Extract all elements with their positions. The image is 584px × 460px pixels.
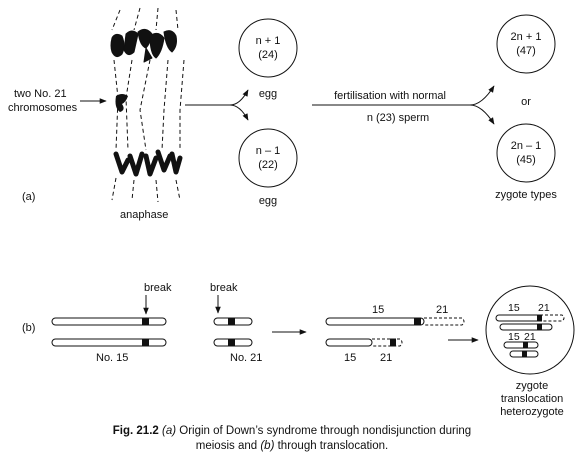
- centromere-21b: [228, 338, 235, 347]
- caption-a-mark: (a): [162, 425, 177, 437]
- zygote-top-line2: (47): [516, 45, 536, 57]
- egg-top-circle: [238, 18, 298, 78]
- translocation-bottom-15-part: [325, 338, 373, 347]
- caption-line-2: meiosis and (b) through translocation.: [0, 439, 584, 454]
- caption-text-2: meiosis and: [195, 440, 261, 452]
- circle-translocated-segment: [540, 314, 565, 322]
- zygote-bottom-line2: (45): [516, 154, 536, 166]
- circle-centromere-3: [523, 341, 528, 349]
- caption-text-1: Origin of Down’s syndrome through nondis…: [176, 425, 472, 437]
- chromosome-15a: [51, 317, 167, 326]
- circle-label-15: 15: [508, 302, 520, 314]
- circle-short-chromosome: [503, 341, 539, 349]
- input-label-line2: chromosomes: [8, 102, 78, 114]
- egg-bottom-line1: n – 1: [256, 145, 280, 157]
- centromere-21a: [228, 317, 235, 326]
- zygote-bottom-line1: 2n – 1: [511, 140, 542, 152]
- zygote-types-label: zygote types: [495, 189, 557, 201]
- translocation-bottom-21-part: [372, 338, 403, 347]
- upper-chromosome-group: [110, 28, 177, 63]
- result-line2: translocation: [501, 393, 563, 405]
- translocation-15-body: [325, 317, 425, 326]
- translocation-centromere-top: [414, 317, 421, 326]
- part-a-label: (a): [22, 191, 35, 203]
- arrow-to-egg-bottom: [229, 104, 249, 121]
- caption-fig-label: Fig. 21.2: [112, 425, 159, 437]
- result-line3: heterozygote: [500, 406, 564, 418]
- break-label-2: break: [210, 282, 238, 294]
- centromere-15a: [142, 317, 149, 326]
- arrow-to-zygote-bottom: [469, 104, 495, 125]
- circle-inner-15: 15: [508, 331, 520, 343]
- extra-chromosome-21: [115, 94, 128, 112]
- zygote-top-circle: [496, 14, 556, 74]
- stage-label: anaphase: [120, 209, 168, 221]
- fertilisation-line1: fertilisation with normal: [334, 90, 446, 102]
- break-label-1: break: [144, 282, 172, 294]
- egg-bottom-line2: (22): [258, 159, 278, 171]
- circle-centromere-2: [537, 323, 542, 331]
- caption-b-mark: (b): [260, 440, 275, 452]
- chromosome-label-21: No. 21: [230, 352, 262, 364]
- zygote-bottom-circle: [496, 123, 556, 183]
- trans-label-21-bottom: 21: [380, 352, 392, 364]
- part-b-label: (b): [22, 322, 35, 334]
- arrow-to-zygote-top: [469, 85, 495, 106]
- figure-caption: Fig. 21.2 (a) Origin of Down’s syndrome …: [0, 424, 584, 454]
- circle-chromosome-15: [499, 323, 553, 331]
- egg-top-line1: n + 1: [256, 35, 281, 47]
- trans-label-15-top: 15: [372, 304, 384, 316]
- caption-text-3: through translocation.: [274, 440, 389, 452]
- egg-bottom-circle: [238, 128, 298, 188]
- chromosome-label-15: No. 15: [96, 352, 128, 364]
- lower-chromosome-group: [113, 149, 183, 177]
- circle-centromere-4: [522, 350, 527, 358]
- down-syndrome-diagram: two No. 21 chromosomes (a) anaphase n + …: [8, 7, 575, 418]
- result-line1: zygote: [516, 380, 548, 392]
- egg-bottom-label: egg: [259, 195, 277, 207]
- spindle-lines: [111, 7, 185, 203]
- circle-inner-21: 21: [524, 331, 536, 343]
- input-label-line1: two No. 21: [14, 88, 67, 100]
- egg-top-line2: (24): [258, 49, 278, 61]
- egg-top-label: egg: [259, 88, 277, 100]
- translocation-centromere-bottom: [390, 338, 396, 347]
- circle-centromere-1: [537, 314, 542, 322]
- zygote-top-line1: 2n + 1: [511, 31, 542, 43]
- fertilisation-line2: n (23) sperm: [367, 112, 429, 124]
- translocation-21-segment: [424, 317, 465, 326]
- chromosome-15b: [51, 338, 167, 347]
- arrow-to-egg-top: [185, 89, 249, 106]
- or-label: or: [521, 96, 531, 108]
- circle-label-21: 21: [538, 302, 550, 314]
- caption-line-1: Fig. 21.2 (a) Origin of Down’s syndrome …: [0, 424, 584, 439]
- circle-chromosome-15-21: [495, 314, 541, 322]
- centromere-15b: [142, 338, 149, 347]
- trans-label-21-top: 21: [436, 304, 448, 316]
- trans-label-15-bottom: 15: [344, 352, 356, 364]
